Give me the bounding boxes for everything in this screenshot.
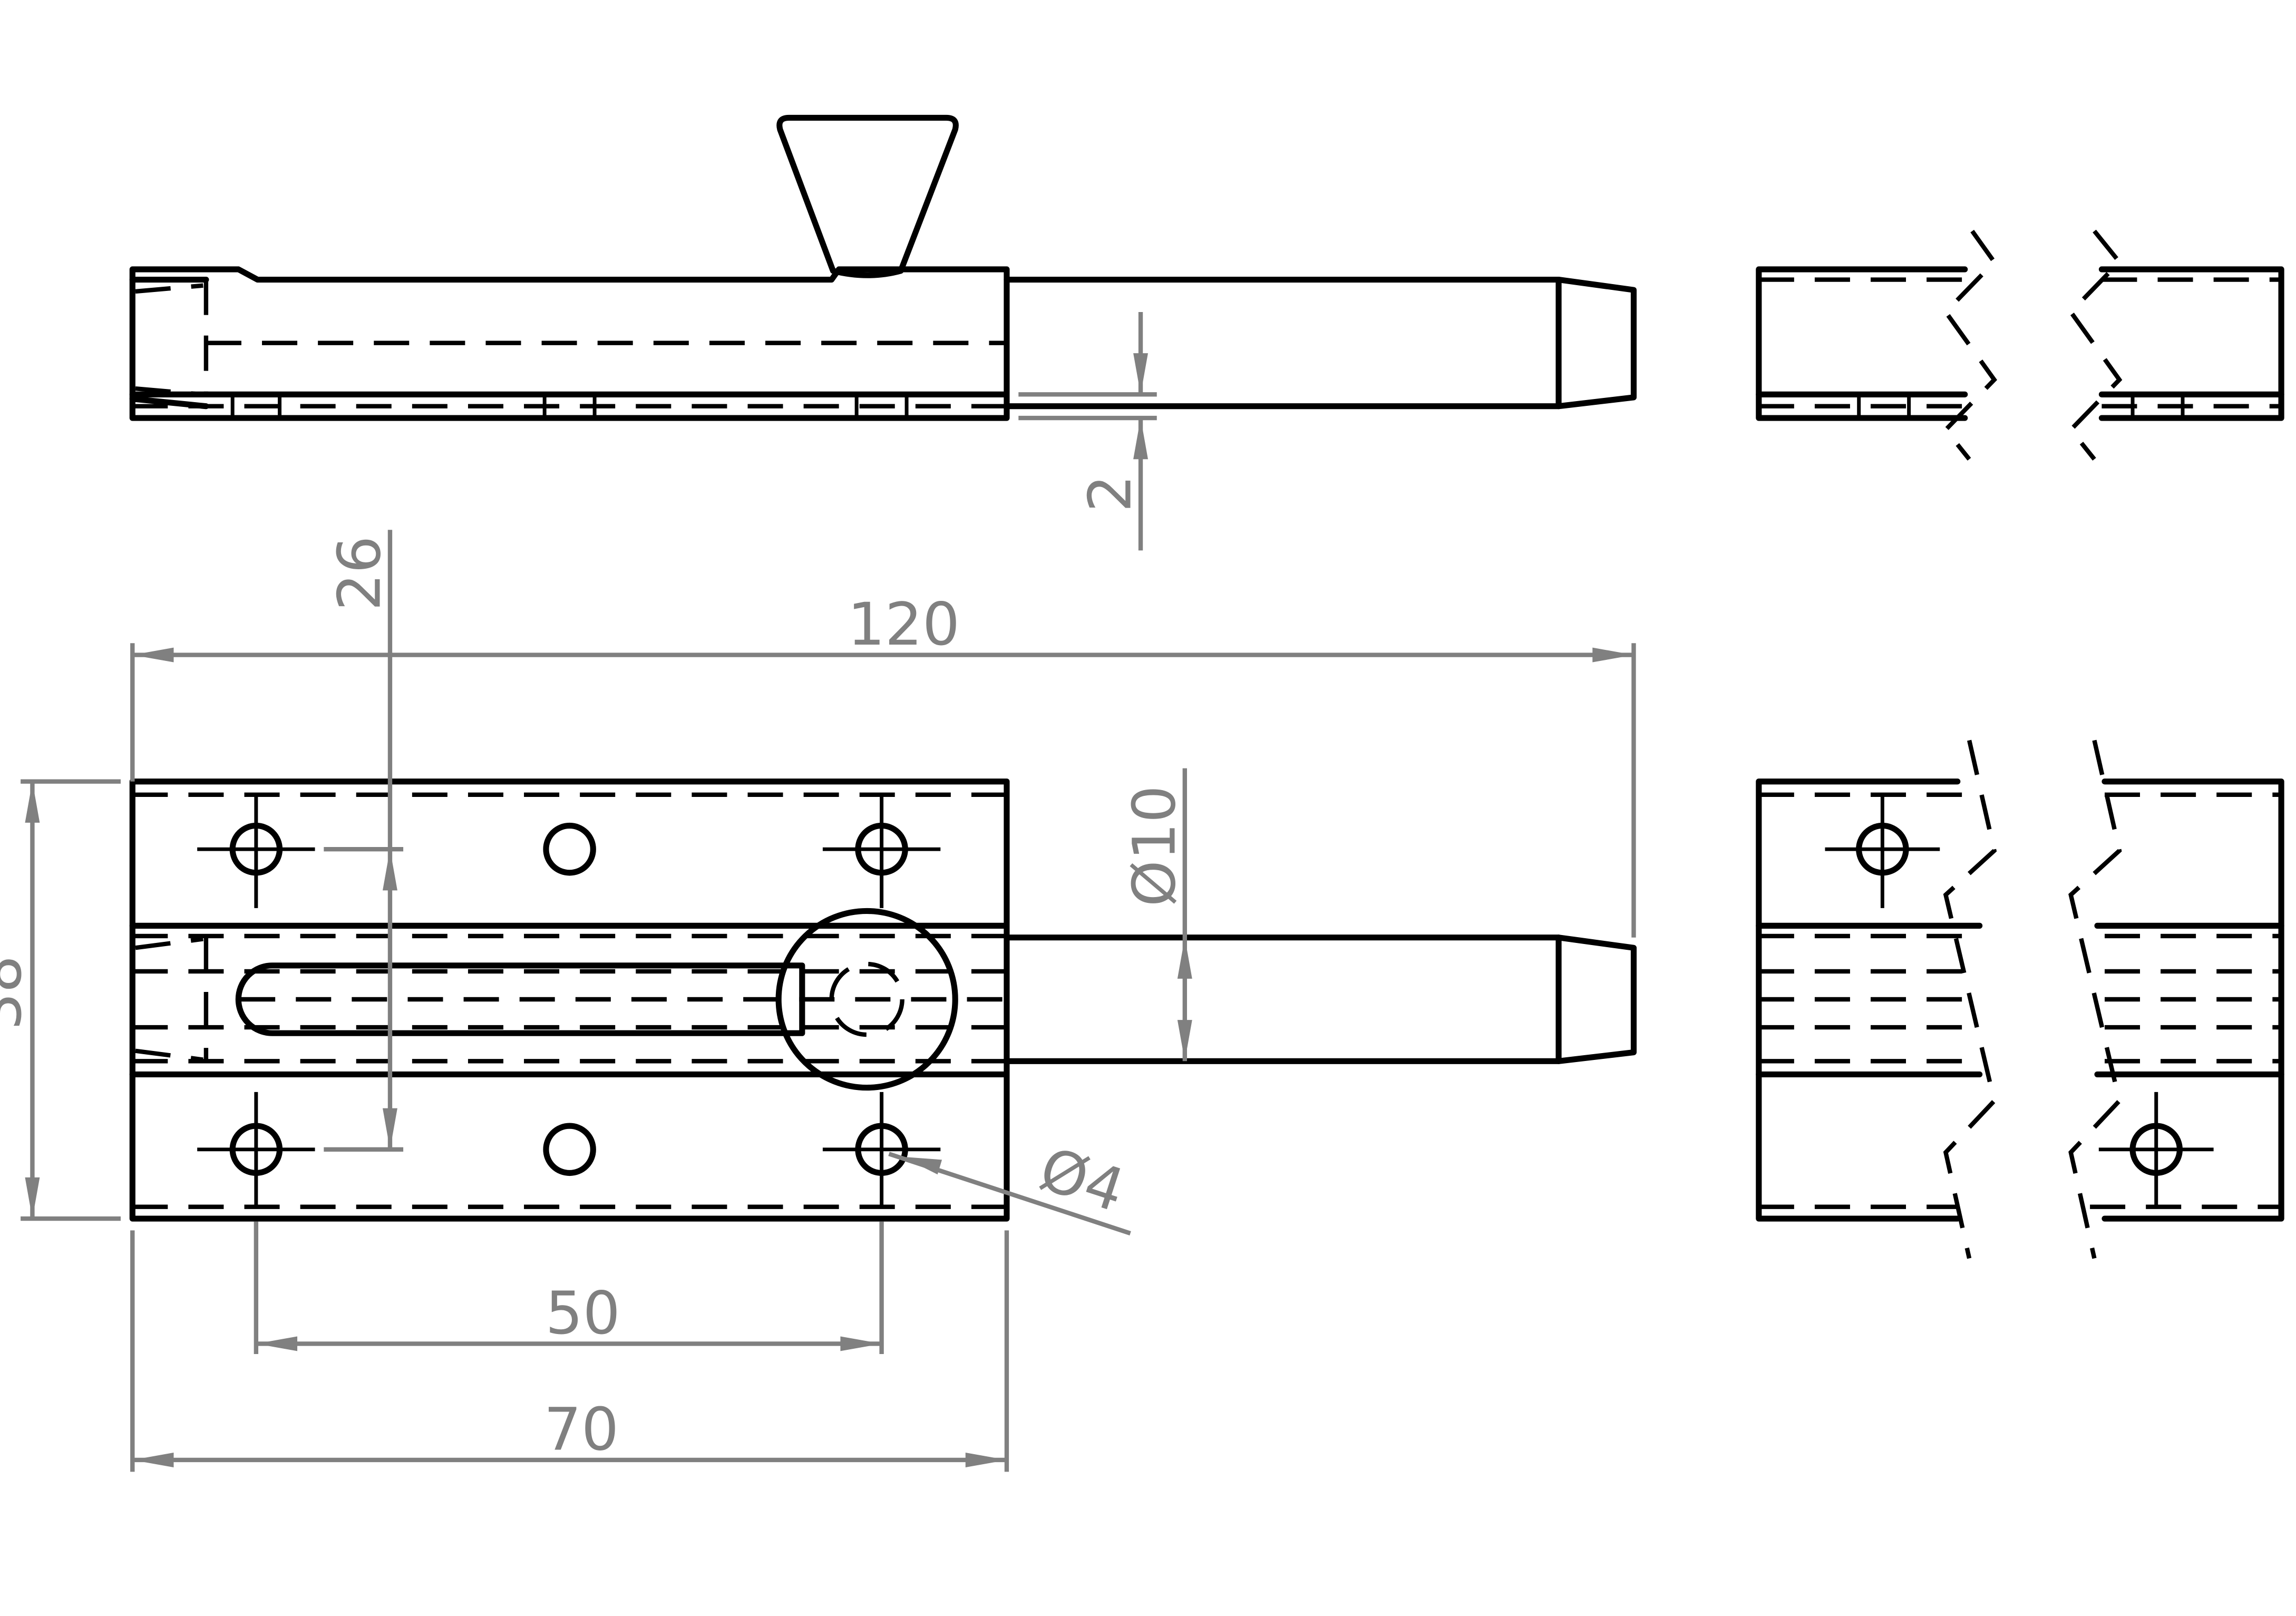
front-view: [129, 778, 1637, 1222]
dimension-label-hole-spacing: 50: [546, 1279, 620, 1348]
mounting-hole-bottom-left: [197, 1092, 315, 1209]
dimension-label-height: 26: [325, 536, 394, 611]
strike-plate-front-view: [1756, 739, 2284, 1259]
mounting-hole-top-left: [197, 794, 315, 908]
top-view: [129, 114, 1637, 421]
dimension-total-length: 120: [130, 590, 1636, 938]
dimension-body-length: 70: [130, 1230, 1009, 1472]
hole-bottom-middle: [543, 1123, 596, 1176]
dimension-height: 26: [324, 530, 404, 1152]
strike-hole-right: [2098, 1092, 2214, 1209]
strike-plate-top-view: [1756, 229, 2284, 461]
dimension-label-bolt-diameter: Ø10: [1120, 785, 1189, 907]
knob-circle: [775, 908, 958, 1091]
dimension-thickness: 2: [1018, 311, 1157, 551]
guide-slot: [235, 962, 805, 1036]
hole-top-middle: [543, 822, 596, 876]
dimension-label-total-length: 120: [848, 590, 960, 659]
bolt-plan: [1004, 934, 1637, 1064]
mounting-hole-bottom-right: [822, 1092, 941, 1209]
dimension-bolt-diameter: Ø10: [1120, 768, 1192, 1062]
dimension-label-thickness: 2: [1076, 475, 1144, 512]
dimension-width: 38: [0, 779, 121, 1221]
dimension-label-hole-diameter: Ø4: [1032, 1135, 1132, 1226]
mounting-hole-top-right: [822, 794, 941, 908]
bolt-side: [1004, 276, 1637, 410]
dimension-label-width: 38: [0, 956, 35, 1030]
dimension-hole-spacing: 50: [254, 1221, 884, 1354]
dimension-label-body-length: 70: [544, 1395, 619, 1464]
strike-hole-left: [1825, 794, 1940, 908]
knob-handle: [776, 114, 959, 278]
